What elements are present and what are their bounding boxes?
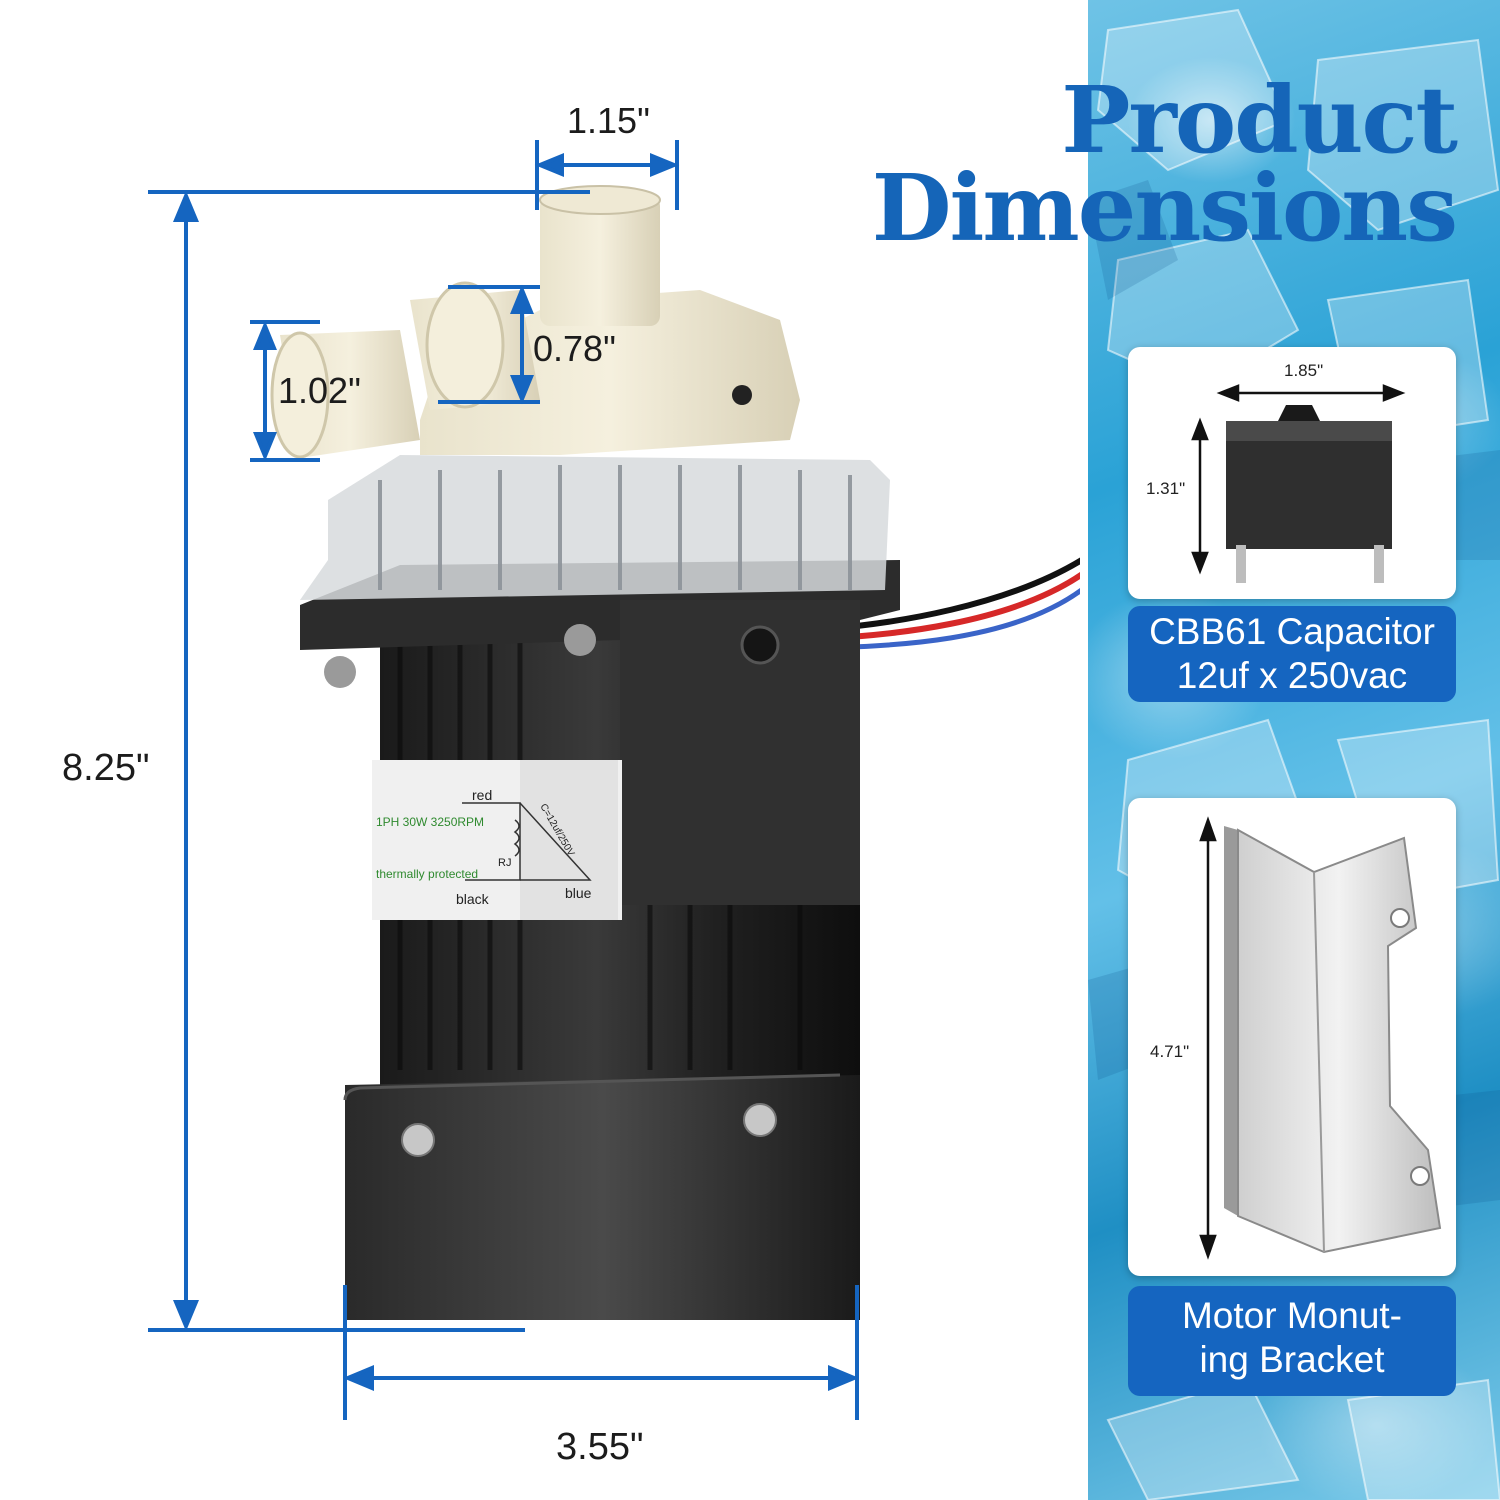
capacitor-mounting-tab [1278, 405, 1320, 421]
bracket-caption: Motor Monut- ing Bracket [1128, 1286, 1456, 1396]
wiring-diagram [462, 802, 592, 881]
thermal-switch-text: RJ [498, 857, 511, 869]
side-mount-plate [620, 600, 860, 905]
title-line-dimensions: Dimensions [871, 154, 1458, 262]
dimension-lines [148, 140, 860, 1420]
capacitor-terminal-right [1374, 545, 1384, 583]
top-outlet-pipe [540, 196, 660, 326]
motor-protection-text: thermally protected [376, 867, 478, 881]
cable-grommet [740, 625, 780, 665]
pump-illustration: 1PH 30W 3250RPM thermally protected red … [270, 185, 1080, 1320]
inlet-height-label: 1.02" [278, 370, 361, 411]
bracket-hole-top [1390, 908, 1410, 928]
page-title: Product Dimensions [871, 66, 1458, 262]
bracket-hole-bottom [1410, 1166, 1430, 1186]
end-cap-screw-left [401, 1123, 435, 1157]
motor-rating-text: 1PH 30W 3250RPM [376, 815, 484, 829]
capacitor-caption-line1: CBB61 Capacitor [1149, 611, 1435, 652]
capacitor-illustration [1191, 384, 1406, 583]
capacitor-body [1226, 421, 1392, 549]
head-bolt [732, 385, 752, 405]
bracket-caption-line1: Motor Monut- [1181, 1295, 1402, 1336]
capacitor-caption-line2: 12uf x 250vac [1176, 655, 1408, 696]
capacitor-caption: CBB61 Capacitor 12uf x 250vac [1128, 606, 1456, 702]
capacitor-width-label: 1.85" [1284, 361, 1324, 380]
bracket-edge [1224, 826, 1238, 1216]
bracket-body [1237, 828, 1442, 1254]
capacitor-terminal-left [1236, 545, 1246, 583]
flange-nut-left [564, 624, 596, 656]
motor-end-cap [345, 1075, 860, 1320]
capacitor-height-label: 1.31" [1146, 479, 1186, 498]
bracket-caption-line2: ing Bracket [1199, 1339, 1385, 1380]
wire-label-red: red [472, 787, 492, 803]
bracket-height-label: 4.71" [1150, 1042, 1190, 1061]
title-line-product: Product [1061, 66, 1458, 174]
bracket-illustration [1199, 816, 1442, 1260]
top-outlet-width-label: 1.15" [567, 100, 650, 141]
wire-label-black: black [456, 891, 490, 907]
clear-impeller-housing [300, 455, 890, 600]
total-height-label: 8.25" [62, 747, 150, 789]
end-cap-screw-right [743, 1103, 777, 1137]
flange-nut-front [324, 656, 356, 688]
bracket-card: 4.71" [1128, 798, 1456, 1276]
side-outlet-height-label: 0.78" [533, 328, 616, 369]
wire-label-blue: blue [565, 885, 592, 901]
base-width-label: 3.55" [556, 1426, 644, 1468]
capacitor-card: 1.85" 1.31" [1128, 347, 1456, 599]
